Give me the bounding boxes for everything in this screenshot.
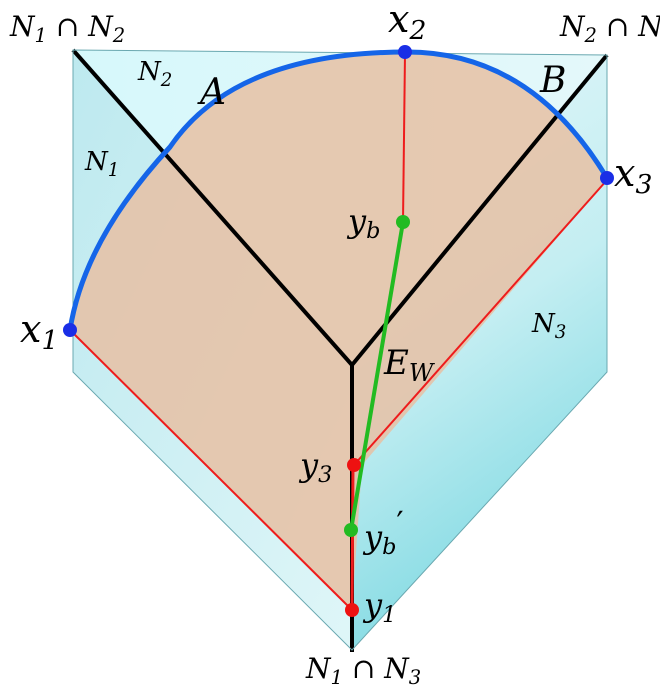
point-y1 xyxy=(345,603,359,617)
point-x3 xyxy=(600,171,614,185)
label-yb: yb xyxy=(346,202,380,244)
label-ybp: yb′ xyxy=(362,504,404,560)
label-y3: y3 xyxy=(298,446,332,488)
label-x1: x1 xyxy=(20,307,58,356)
red-x1-y1 xyxy=(69,329,353,611)
label-N2: N2 xyxy=(137,57,172,91)
point-ybp xyxy=(344,523,358,537)
region-shaded xyxy=(70,52,607,610)
point-y3 xyxy=(347,458,361,472)
red-x3-y3 xyxy=(353,179,608,466)
red-y3-y1 xyxy=(350,464,355,611)
edge-n1-n2 xyxy=(71,48,354,367)
label-x3: x3 xyxy=(614,151,652,200)
point-x1 xyxy=(63,323,77,337)
label-y1: y1 xyxy=(362,586,396,628)
green-yb-ybp xyxy=(349,221,405,531)
label-N3: N3 xyxy=(531,309,566,343)
red-x2-yb xyxy=(402,52,406,223)
label-x2: x2 xyxy=(388,0,426,46)
label-N1: N1 xyxy=(84,147,119,181)
label-n1-cap-n2: N1 ∩ N2 xyxy=(9,10,125,47)
label-n1-cap-n3: N1 ∩ N3 xyxy=(305,652,421,689)
label-n2-cap-n3: N2 ∩ N3 xyxy=(559,10,660,47)
label-B: B xyxy=(539,60,566,101)
edge-n2-n3 xyxy=(350,53,609,367)
label-A: A xyxy=(197,72,226,113)
arc-x1-x3 xyxy=(67,49,610,331)
label-EW: EW xyxy=(383,343,436,387)
point-x2 xyxy=(398,45,412,59)
point-yb xyxy=(396,215,410,229)
